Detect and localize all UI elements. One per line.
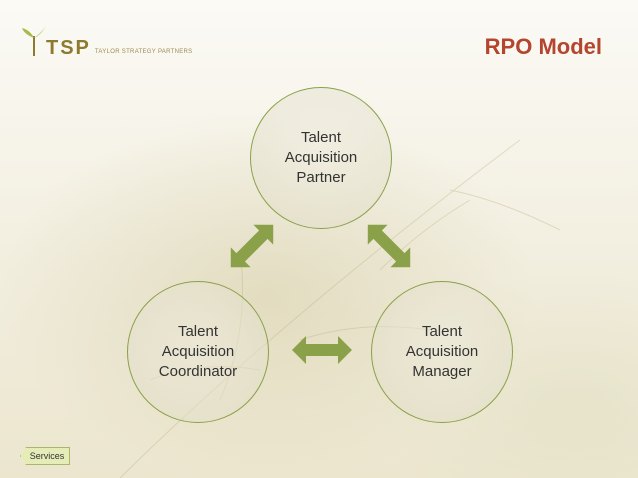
node-partner: Talent Acquisition Partner	[250, 87, 392, 229]
node-coordinator-label: Talent Acquisition Coordinator	[158, 323, 238, 380]
node-coordinator: Talent Acquisition Coordinator	[127, 281, 269, 423]
services-nav-button[interactable]: Services	[20, 447, 70, 465]
double-arrow-left-top	[220, 214, 284, 278]
logo-wordmark: TSP	[46, 37, 91, 59]
node-manager-label: Talent Acquisition Manager	[405, 323, 479, 380]
logo-subtitle: TAYLOR STRATEGY PARTNERS	[94, 49, 193, 55]
services-nav-label: Services	[29, 451, 65, 461]
slide-title: RPO Model	[484, 34, 602, 59]
double-arrow-left-right	[292, 336, 352, 364]
node-partner-label: Talent Acquisition Partner	[284, 129, 358, 186]
company-logo: TSP TAYLOR STRATEGY PARTNERS	[20, 26, 192, 58]
leaf-logo-icon	[22, 26, 46, 56]
double-arrow-top-right	[357, 214, 421, 278]
node-manager: Talent Acquisition Manager	[371, 281, 513, 423]
